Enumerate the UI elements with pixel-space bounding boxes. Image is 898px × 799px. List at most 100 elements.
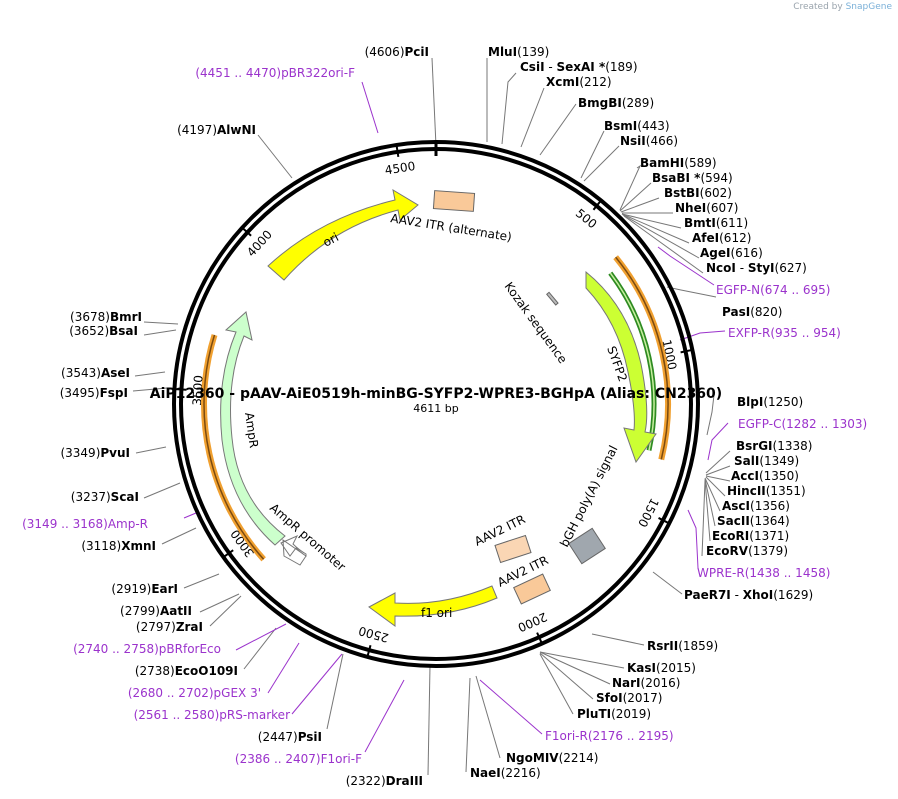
- label-pos: (4451 .. 4470): [195, 66, 281, 80]
- label-pos: (3678): [70, 310, 110, 324]
- label-primer: pRS-marker: [219, 708, 290, 722]
- feature-label-ori: ori: [321, 230, 341, 250]
- enzyme-label: (3543)AseI: [61, 366, 130, 380]
- orf-track-left-core: [203, 334, 265, 560]
- label-pos: (2561 .. 2580): [134, 708, 220, 722]
- label-primer: F1ori-R: [545, 729, 588, 743]
- enzyme-label: (4197)AlwNI: [177, 123, 256, 137]
- enzyme-label: PluTI(2019): [577, 707, 651, 721]
- label-enzyme: CsiI: [520, 60, 545, 74]
- enzyme-label: XcmI(212): [546, 75, 612, 89]
- enzyme-label: (2919)EarI: [111, 582, 178, 596]
- label-enzyme: KasI: [627, 661, 656, 675]
- feature-label-f1-ori: f1 ori: [421, 606, 452, 620]
- enzyme-label: (3678)BmrI: [70, 310, 142, 324]
- label-pos: (612): [719, 231, 751, 245]
- label-enzyme: SalI: [734, 454, 759, 468]
- primer-leaders: [183, 81, 729, 753]
- enzyme-label: MluI(139): [488, 45, 549, 59]
- tick-mark: [592, 200, 602, 211]
- label-pos: (611): [716, 216, 748, 230]
- enzyme-label: (3652)BsaI: [69, 324, 138, 338]
- label-enzyme: BsaBI *: [652, 171, 701, 185]
- label-pos: (2214): [559, 751, 599, 765]
- feature-label-ampr: AmpR: [242, 411, 261, 448]
- enzyme-label: (2738)EcoO109I: [135, 664, 238, 678]
- label-pos: (2740 .. 2758): [73, 642, 159, 656]
- label-enzyme: DraIII: [386, 774, 423, 788]
- label-pos: (627): [775, 261, 807, 275]
- label-enzyme: ScaI: [111, 490, 139, 504]
- label-enzyme: AatII: [160, 604, 192, 618]
- label-enzyme: BsaI: [109, 324, 138, 338]
- label-pos: (289): [622, 96, 654, 110]
- enzyme-label: KasI(2015): [627, 661, 696, 675]
- label-pos: (1364): [750, 514, 790, 528]
- label-enzyme: BmrI: [110, 310, 142, 324]
- enzyme-label: (4606)PciI: [365, 45, 429, 59]
- label-pos: (2176 .. 2195): [588, 729, 674, 743]
- label-enzyme: FspI: [100, 386, 128, 400]
- label-enzyme: SfoI: [596, 691, 623, 705]
- label-pos: (139): [517, 45, 549, 59]
- enzyme-label: NcoI - StyI(627): [706, 261, 807, 275]
- label-enzyme: NarI: [612, 676, 641, 690]
- label-enzyme: PaeR7I: [684, 588, 731, 602]
- label-pos: (2017): [623, 691, 663, 705]
- enzyme-label: NheI(607): [675, 201, 738, 215]
- primer-label: (3149 .. 3168)Amp-R: [22, 517, 148, 531]
- label-enzyme: PasI: [722, 305, 750, 319]
- enzyme-label: NgoMIV(2214): [506, 751, 598, 765]
- label-pos: (3349): [60, 446, 100, 460]
- label-pos: (3118): [81, 539, 121, 553]
- tick-label: 500: [573, 206, 600, 231]
- label-enzyme: BstBI: [664, 186, 700, 200]
- primer-label: EXFP-R(935 .. 954): [728, 326, 841, 340]
- left-labels: (4606)PciI(4451 .. 4470)pBR322ori-F(4197…: [22, 45, 429, 788]
- label-pos: (820): [750, 305, 782, 319]
- enzyme-label: SalI(1349): [734, 454, 799, 468]
- label-enzyme: EcoO109I: [175, 664, 238, 678]
- enzyme-label: SfoI(2017): [596, 691, 662, 705]
- label-enzyme: EarI: [151, 582, 178, 596]
- tick-label: 1500: [635, 496, 661, 530]
- label-pos: (1338): [773, 439, 813, 453]
- label-enzyme: NaeI: [470, 766, 501, 780]
- label-primer: EGFP-N: [716, 283, 760, 297]
- label-pos: (2015): [656, 661, 696, 675]
- label-primer: EXFP-R: [728, 326, 770, 340]
- enzyme-label: (2447)PsiI: [258, 730, 322, 744]
- enzyme-label: AscI(1356): [722, 499, 790, 513]
- label-enzyme: AseI: [101, 366, 130, 380]
- label-sep: -: [731, 588, 743, 602]
- label-enzyme2: StyI: [748, 261, 775, 275]
- feature-aav2-itr-1: [494, 534, 532, 564]
- label-pos: (2322): [346, 774, 386, 788]
- label-pos: (3149 .. 3168): [22, 517, 108, 531]
- label-enzyme: EcoRI: [712, 529, 749, 543]
- orf-track-right-core: [615, 256, 669, 460]
- label-pos: (443): [637, 119, 669, 133]
- tick-mark: [658, 517, 669, 524]
- label-pos: (935 .. 954): [770, 326, 840, 340]
- label-enzyme: NcoI: [706, 261, 736, 275]
- enzyme-label: EcoRI(1371): [712, 529, 789, 543]
- label-enzyme: AccI: [731, 469, 759, 483]
- label-primer: WPRE-R: [697, 566, 745, 580]
- tick-mark: [536, 632, 543, 644]
- feature-shapes: [220, 188, 657, 627]
- enzyme-label: BstBI(602): [664, 186, 732, 200]
- label-enzyme: PsiI: [298, 730, 322, 744]
- tick-mark: [680, 349, 692, 354]
- enzyme-label: BlpI(1250): [737, 395, 803, 409]
- label-pos: (2447): [258, 730, 298, 744]
- label-pos: (3543): [61, 366, 101, 380]
- label-enzyme: AgeI: [700, 246, 730, 260]
- label-pos: (594): [700, 171, 732, 185]
- label-pos: (1438 .. 1458): [745, 566, 831, 580]
- label-primer: EGFP-C: [738, 417, 781, 431]
- enzyme-label: (2322)DraIII: [346, 774, 423, 788]
- primer-label: F1ori-R(2176 .. 2195): [545, 729, 674, 743]
- label-pos: (1371): [749, 529, 789, 543]
- label-pos: (1349): [759, 454, 799, 468]
